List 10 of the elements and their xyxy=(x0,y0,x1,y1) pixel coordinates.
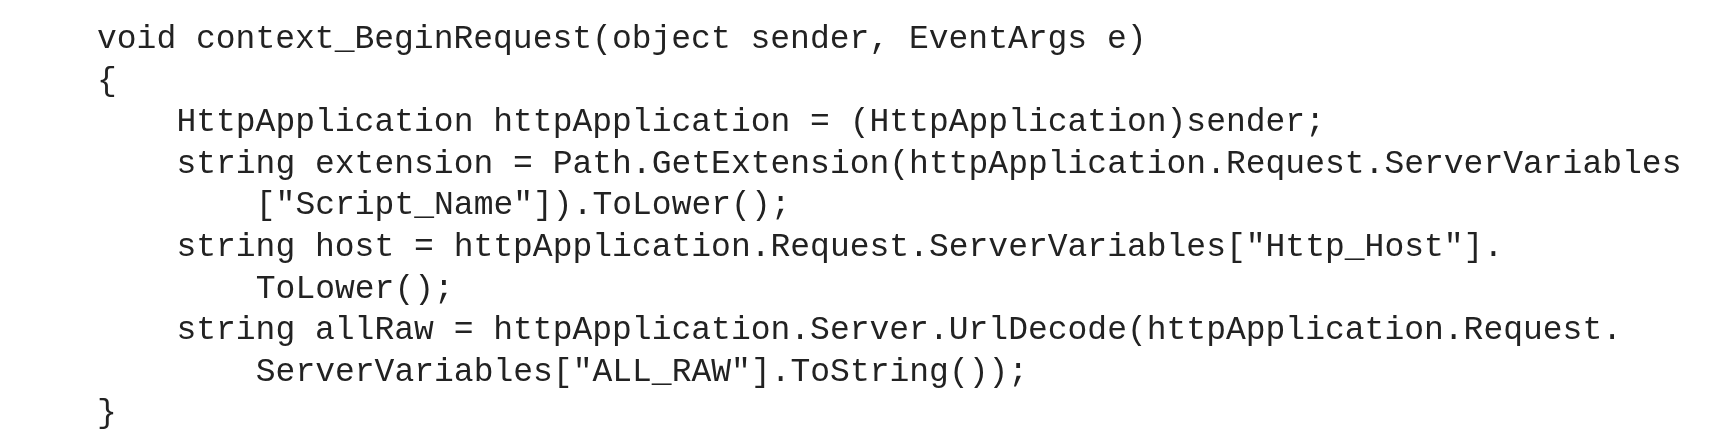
code-line: ServerVariables["ALL_RAW"].ToString()); xyxy=(255,353,1029,392)
code-line: string extension = Path.GetExtension(httpApplication.Request.ServerVariables xyxy=(176,145,1682,184)
code-line: string allRaw = httpApplication.Server.UrlDecode(httpApplication.Request. xyxy=(176,312,1623,351)
code-line: HttpApplication httpApplication = (HttpApplication)sender; xyxy=(176,104,1325,143)
code-line: ["Script_Name"]).ToLower(); xyxy=(255,187,791,226)
code-line: void context_BeginRequest(object sender, EventArgs e) xyxy=(97,21,1147,59)
code-line: ToLower(); xyxy=(255,270,454,309)
code-line: } xyxy=(97,395,117,434)
code-line: string host = httpApplication.Request.ServerVariables["Http_Host"]. xyxy=(176,229,1504,267)
code-line: { xyxy=(97,62,117,101)
